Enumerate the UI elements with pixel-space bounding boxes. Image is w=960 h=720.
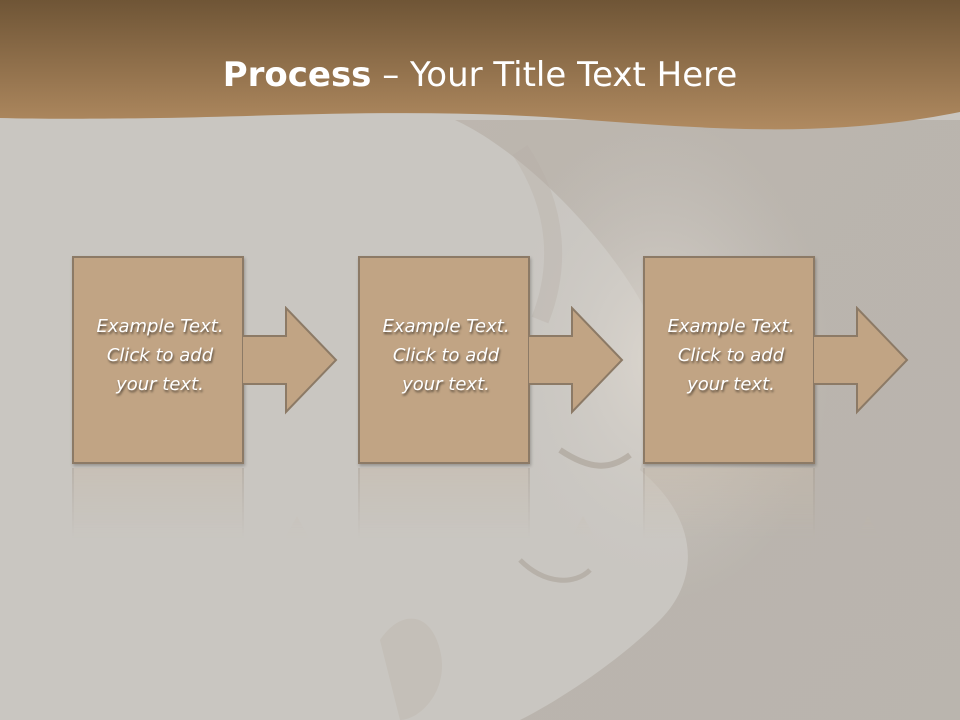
- step-1-reflection: [72, 468, 342, 538]
- step-2-line-3: your text.: [402, 374, 490, 395]
- step-3-reflection: [643, 468, 913, 538]
- step-3-box[interactable]: Example Text. Click to add your text.: [643, 256, 815, 464]
- step-2-line-1: Example Text.: [382, 316, 510, 337]
- arrow-right-icon: [242, 306, 338, 415]
- title-bold: Process: [222, 55, 372, 95]
- step-1-box[interactable]: Example Text. Click to add your text.: [72, 256, 244, 464]
- step-3-line-1: Example Text.: [667, 316, 795, 337]
- step-2-reflection: [358, 468, 628, 538]
- process-step-2[interactable]: Example Text. Click to add your text.: [358, 256, 628, 468]
- step-1-text[interactable]: Example Text. Click to add your text.: [78, 312, 242, 399]
- step-1-line-1: Example Text.: [96, 316, 224, 337]
- slide-title[interactable]: Process – Your Title Text Here: [0, 52, 960, 98]
- step-2-box[interactable]: Example Text. Click to add your text.: [358, 256, 530, 464]
- step-2-text[interactable]: Example Text. Click to add your text.: [364, 312, 528, 399]
- title-text: – Your Title Text Here: [371, 55, 738, 95]
- step-1-line-3: your text.: [116, 374, 204, 395]
- arrow-right-icon: [528, 306, 624, 415]
- step-3-line-3: your text.: [687, 374, 775, 395]
- step-2-line-2: Click to add: [392, 345, 500, 366]
- step-3-text[interactable]: Example Text. Click to add your text.: [649, 312, 813, 399]
- arrow-right-icon: [813, 306, 909, 415]
- step-1-line-2: Click to add: [106, 345, 214, 366]
- process-step-1[interactable]: Example Text. Click to add your text.: [72, 256, 342, 468]
- step-3-line-2: Click to add: [677, 345, 785, 366]
- header-band: [0, 0, 960, 130]
- process-step-3[interactable]: Example Text. Click to add your text.: [643, 256, 913, 468]
